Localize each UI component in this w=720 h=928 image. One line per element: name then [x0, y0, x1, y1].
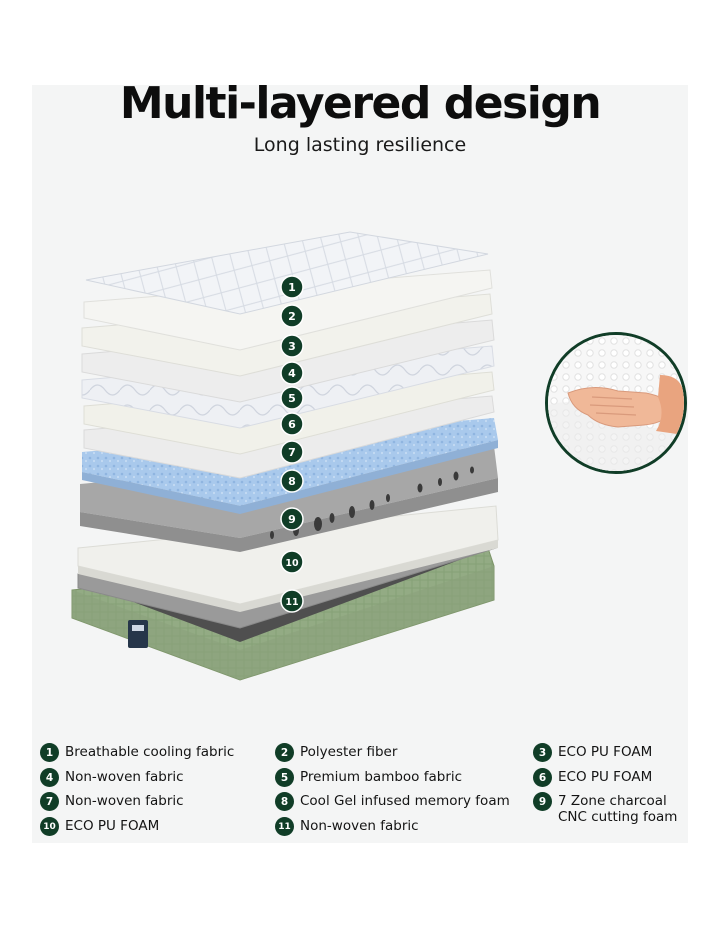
layers-legend: 1 Breathable cooling fabric 2 Polyester fib… — [40, 743, 680, 844]
layer-badge-1: 1 — [280, 275, 304, 299]
layer-badge-3: 3 — [280, 334, 304, 358]
legend-badge: 7 — [40, 792, 59, 811]
legend-item-5: 5 Premium bamboo fabric — [275, 768, 463, 787]
legend-badge: 2 — [275, 743, 294, 762]
legend-label: Cool Gel infused memory foam — [300, 793, 510, 809]
legend-label: ECO PU FOAM — [558, 744, 653, 760]
page-subtitle: Long lasting resilience — [253, 134, 467, 156]
legend-badge: 10 — [40, 817, 59, 836]
layer-badge-number: 5 — [288, 392, 296, 405]
legend-badge: 8 — [275, 792, 294, 811]
layer-badge-number: 8 — [288, 475, 296, 488]
layer-badge-5: 5 — [280, 386, 304, 410]
legend-badge: 5 — [275, 768, 294, 787]
legend-label: Breathable cooling fabric — [65, 744, 235, 760]
layer-badge-number: 3 — [288, 340, 296, 353]
layer-badge-10: 10 — [280, 550, 304, 574]
layer-badge-9: 9 — [280, 507, 304, 531]
legend-badge: 9 — [533, 792, 552, 811]
legend-item-10: 10 ECO PU FOAM — [40, 817, 160, 836]
legend-item-3: 3 ECO PU FOAM — [533, 743, 653, 762]
layer-badge-number: 1 — [288, 281, 296, 294]
legend-label: 7 Zone charcoal CNC cutting foam — [558, 793, 678, 825]
layer-badge-number: 9 — [288, 513, 296, 526]
legend-label: Polyester fiber — [300, 744, 398, 760]
layer-badge-6: 6 — [280, 412, 304, 436]
layer-badge-number: 10 — [285, 558, 299, 569]
legend-item-2: 2 Polyester fiber — [275, 743, 398, 762]
layer-badge-number: 11 — [285, 597, 298, 608]
mattress-layers-illustration: 1 2 3 4 5 6 7 8 9 10 11 — [71, 231, 499, 681]
layer-badge-4: 4 — [280, 361, 304, 385]
legend-label: Non-woven fabric — [65, 793, 184, 809]
layer-badge-7: 7 — [280, 440, 304, 464]
legend-label: Non-woven fabric — [300, 818, 419, 834]
legend-badge: 11 — [275, 817, 294, 836]
layer-1-quilted-top — [85, 231, 489, 315]
page-title: Multi-layered design — [119, 78, 602, 129]
layer-badge-8: 8 — [280, 469, 304, 493]
legend-label: Premium bamboo fabric — [300, 769, 463, 785]
legend-item-6: 6 ECO PU FOAM — [533, 768, 653, 787]
layer-badge-2: 2 — [280, 304, 304, 328]
layer-badge-number: 6 — [288, 418, 296, 431]
layer-badge-number: 4 — [288, 367, 296, 380]
legend-badge: 4 — [40, 768, 59, 787]
legend-item-4: 4 Non-woven fabric — [40, 768, 184, 787]
legend-item-7: 7 Non-woven fabric — [40, 792, 184, 811]
legend-item-9: 9 7 Zone charcoal CNC cutting foam — [533, 792, 678, 825]
layer-badge-11: 11 — [280, 589, 304, 613]
legend-item-1: 1 Breathable cooling fabric — [40, 743, 235, 762]
legend-label: ECO PU FOAM — [65, 818, 160, 834]
legend-label: ECO PU FOAM — [558, 769, 653, 785]
legend-item-8: 8 Cool Gel infused memory foam — [275, 792, 510, 811]
legend-item-11: 11 Non-woven fabric — [275, 817, 419, 836]
legend-label: Non-woven fabric — [65, 769, 184, 785]
layer-number-badges: 1 2 3 4 5 6 7 8 9 10 11 — [280, 275, 304, 613]
legend-badge: 1 — [40, 743, 59, 762]
legend-badge: 3 — [533, 743, 552, 762]
foam-closeup-image — [545, 332, 687, 474]
layer-badge-number: 2 — [288, 310, 296, 323]
hand-pressing-foam-image — [548, 335, 684, 471]
layer-badge-number: 7 — [288, 446, 296, 459]
legend-badge: 6 — [533, 768, 552, 787]
